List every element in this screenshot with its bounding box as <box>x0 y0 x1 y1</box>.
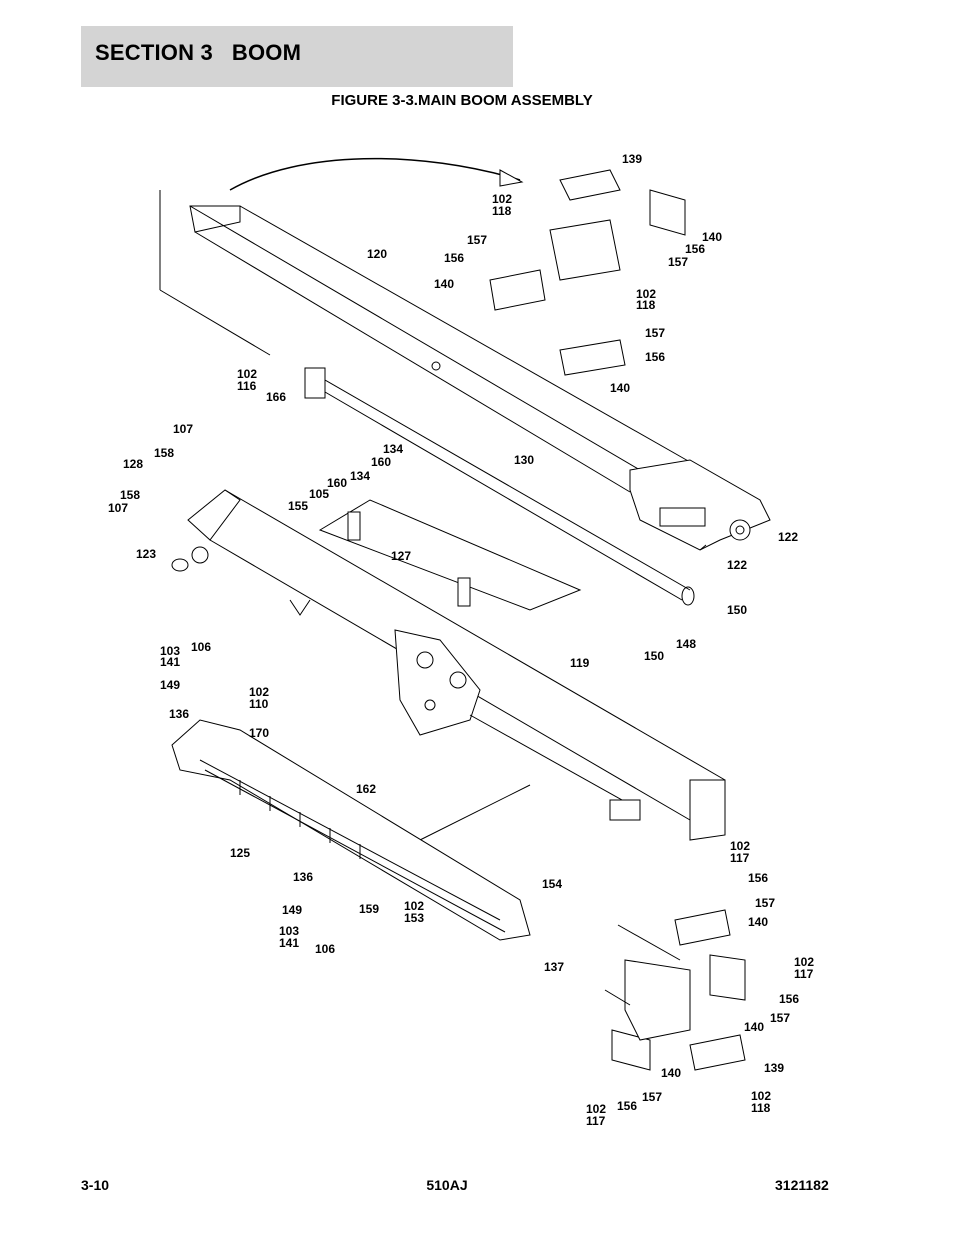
callout-label: 140 <box>661 1066 681 1080</box>
callout-label: 127 <box>391 549 411 563</box>
callout-label: 157 <box>467 233 487 247</box>
callout-label: 117 <box>730 851 750 865</box>
callout-label: 102 <box>730 839 750 853</box>
footer-model-text: 510AJ <box>426 1177 468 1193</box>
figure-title-text: FIGURE 3-3.MAIN BOOM ASSEMBLY <box>331 92 593 109</box>
callout-label: 162 <box>356 782 376 796</box>
callout-label: 157 <box>668 255 688 269</box>
figure-title: FIGURE 3-3.MAIN BOOM ASSEMBLY <box>0 92 954 109</box>
callout-label: 156 <box>779 992 799 1006</box>
footer-page-number: 3-10 <box>81 1177 110 1193</box>
callout-label: 103 <box>279 924 299 938</box>
callout-label: 149 <box>160 678 180 692</box>
callout-label: 118 <box>636 298 656 312</box>
callout-label: 140 <box>610 381 630 395</box>
callout-label: 157 <box>642 1090 662 1104</box>
callout-label: 134 <box>383 442 403 456</box>
wear-pads-upper <box>489 169 686 376</box>
callout-label: 140 <box>748 915 768 929</box>
callout-label: 118 <box>751 1101 771 1115</box>
callout-label: 139 <box>764 1061 784 1075</box>
callout-label: 102 <box>636 287 656 301</box>
main-boom-120 <box>159 157 771 551</box>
callout-label: 149 <box>282 903 302 917</box>
fly-boom-119 <box>171 489 726 841</box>
callout-label: 130 <box>514 453 534 467</box>
callout-label: 110 <box>249 697 269 711</box>
callout-label: 140 <box>744 1020 764 1034</box>
callout-label: 136 <box>293 870 313 884</box>
callout-label: 137 <box>544 960 564 974</box>
callout-label: 160 <box>371 455 391 469</box>
callout-label: 105 <box>309 487 329 501</box>
wear-pads-lower <box>604 909 746 1071</box>
callout-label: 117 <box>586 1114 606 1128</box>
callout-label: 159 <box>359 902 379 916</box>
callout-label: 158 <box>154 446 174 460</box>
callout-label: 107 <box>108 501 128 515</box>
callout-label: 103 <box>160 644 180 658</box>
callout-label: 166 <box>266 390 286 404</box>
cable-track-162 <box>171 719 531 941</box>
callout-label: 140 <box>702 230 722 244</box>
callout-label: 102 <box>492 192 512 206</box>
callout-label: 122 <box>778 530 798 544</box>
callout-label: 107 <box>173 422 193 436</box>
footer-part-number: 3121182 <box>775 1177 829 1193</box>
callout-label: 155 <box>288 499 308 513</box>
section-header-bar: SECTION 3 BOOM <box>81 26 513 87</box>
callout-label: 106 <box>315 942 335 956</box>
callout-label: 102 <box>586 1102 606 1116</box>
callout-label: 106 <box>191 640 211 654</box>
callout-label: 154 <box>542 877 562 891</box>
callout-label: 128 <box>123 457 143 471</box>
section-title: SECTION 3 BOOM <box>95 40 302 65</box>
callout-label: 156 <box>617 1099 637 1113</box>
callout-label: 160 <box>327 476 347 490</box>
footer-model: 510AJ <box>0 1177 954 1193</box>
callout-label: 156 <box>748 871 768 885</box>
callout-label: 136 <box>169 707 189 721</box>
callout-label: 150 <box>727 603 747 617</box>
callout-label: 119 <box>570 656 590 670</box>
callout-label: 157 <box>645 326 665 340</box>
callout-label: 123 <box>136 547 156 561</box>
callout-label: 102 <box>794 955 814 969</box>
callout-label: 156 <box>444 251 464 265</box>
callout-label: 153 <box>404 911 424 925</box>
callout-label: 116 <box>237 379 257 393</box>
callout-label: 134 <box>350 469 370 483</box>
callout-label: 156 <box>685 242 705 256</box>
callout-label: 157 <box>755 896 775 910</box>
callout-label: 150 <box>644 649 664 663</box>
callout-label: 141 <box>279 936 299 950</box>
callout-label: 120 <box>367 247 387 261</box>
callout-label: 170 <box>249 726 269 740</box>
callout-label: 139 <box>622 152 642 166</box>
callout-label: 157 <box>770 1011 790 1025</box>
cylinder-130 <box>304 367 695 606</box>
callout-labels: 139 102 118 140 156 157 156 157 140 120 … <box>108 152 814 1128</box>
callout-label: 102 <box>404 899 424 913</box>
frame-127 <box>318 499 582 611</box>
callout-label: 148 <box>676 637 696 651</box>
callout-label: 118 <box>492 204 512 218</box>
callout-label: 102 <box>751 1089 771 1103</box>
callout-label: 141 <box>160 655 180 669</box>
callout-label: 102 <box>237 367 257 381</box>
callout-label: 102 <box>249 685 269 699</box>
callout-label: 140 <box>434 277 454 291</box>
callout-label: 117 <box>794 967 814 981</box>
callout-label: 156 <box>645 350 665 364</box>
callout-label: 122 <box>727 558 747 572</box>
callout-label: 158 <box>120 488 140 502</box>
callout-label: 125 <box>230 846 250 860</box>
